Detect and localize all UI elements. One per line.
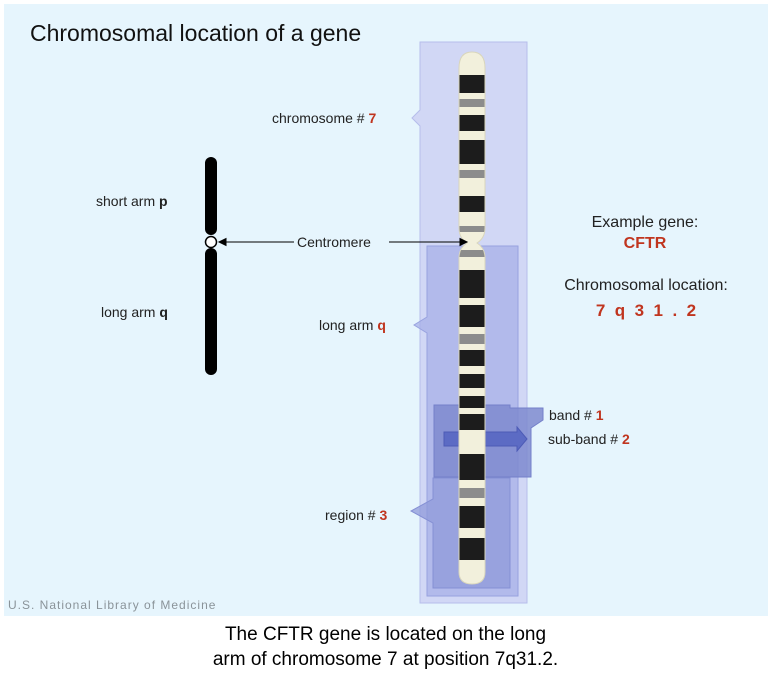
chromosome-callout: chromosome # 7 bbox=[272, 110, 376, 126]
region-callout: region # 3 bbox=[325, 507, 387, 523]
caption-line-1: The CFTR gene is located on the long bbox=[224, 624, 547, 645]
long-arm-value: q bbox=[377, 317, 386, 333]
band-callout: band # 1 bbox=[549, 407, 604, 423]
sub-band-number: 2 bbox=[621, 431, 630, 447]
gene-info: Example gene: CFTR bbox=[570, 214, 720, 253]
long-arm-callout-text: long arm bbox=[319, 317, 378, 333]
long-arm-callout: long arm q bbox=[319, 317, 386, 333]
diagram-panel bbox=[4, 4, 768, 616]
long-arm-symbol: q bbox=[159, 304, 168, 320]
region-number: 3 bbox=[379, 507, 388, 523]
centromere-marker bbox=[204, 235, 218, 249]
gene-name: CFTR bbox=[623, 235, 667, 252]
short-arm-symbol: p bbox=[159, 193, 168, 209]
band-number: 1 bbox=[595, 407, 604, 423]
sub-band-callout-text: sub-band # bbox=[548, 431, 622, 447]
chromosome-number: 7 bbox=[368, 110, 377, 126]
short-arm-label: short arm p bbox=[96, 193, 168, 209]
caption-line-2: arm of chromosome 7 at position 7q31.2. bbox=[212, 649, 559, 670]
example-gene-label: Example gene: bbox=[591, 214, 699, 231]
sub-band-callout: sub-band # 2 bbox=[548, 431, 630, 447]
figure-caption: The CFTR gene is located on the long arm… bbox=[0, 622, 771, 672]
location-value: 7 q 3 1 . 2 bbox=[595, 301, 697, 320]
centromere-label: Centromere bbox=[297, 234, 371, 250]
centromere-arrows bbox=[217, 237, 469, 247]
chromosome-callout-text: chromosome # bbox=[272, 110, 369, 126]
chromosome-7 bbox=[459, 52, 485, 584]
credit-text: U.S. National Library of Medicine bbox=[8, 598, 217, 612]
long-arm-label: long arm q bbox=[101, 304, 168, 320]
location-label: Chromosomal location: bbox=[564, 277, 728, 294]
short-arm-text: short arm bbox=[96, 193, 160, 209]
long-arm-text: long arm bbox=[101, 304, 160, 320]
region-callout-text: region # bbox=[325, 507, 380, 523]
page-title: Chromosomal location of a gene bbox=[30, 20, 362, 46]
band-callout-text: band # bbox=[549, 407, 596, 423]
schematic-chromosome bbox=[204, 157, 218, 375]
location-info: Chromosomal location: 7 q 3 1 . 2 bbox=[546, 277, 746, 321]
